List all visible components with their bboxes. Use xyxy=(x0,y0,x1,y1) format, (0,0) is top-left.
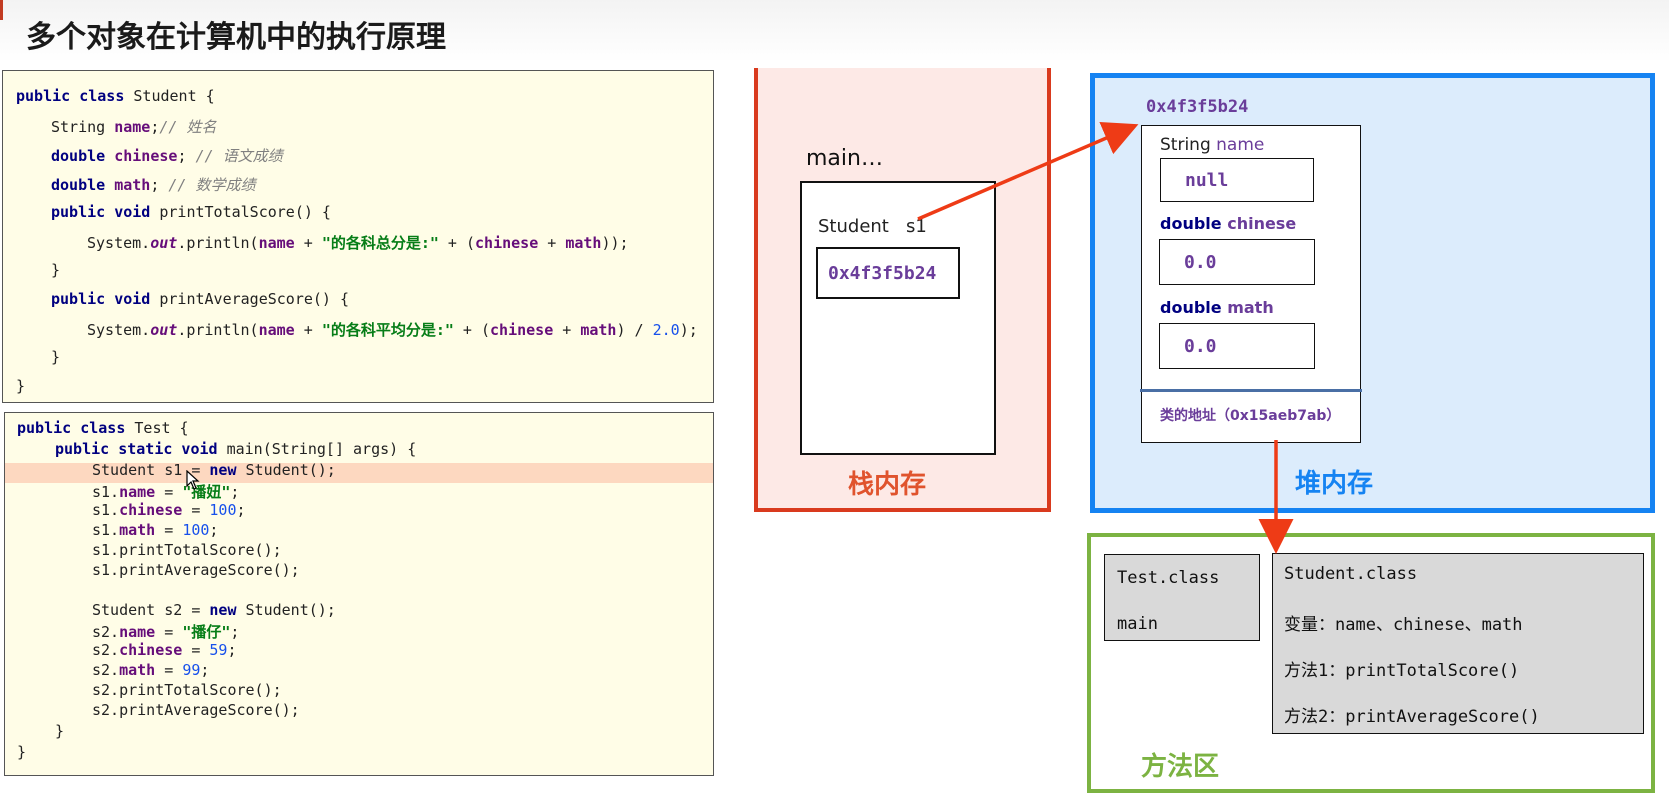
field-name-value: null xyxy=(1185,170,1229,191)
code-line: public class Student { xyxy=(16,87,215,105)
code-line: s2.chinese = 59; xyxy=(92,641,237,659)
student-class-box: Student.class 变量：name、chinese、math 方法1：p… xyxy=(1272,553,1644,734)
code-line: } xyxy=(16,377,26,395)
variable-value: 0x4f3f5b24 xyxy=(828,263,937,284)
code-line: s1.name = "播妞"; xyxy=(92,483,240,501)
code-line: s2.printAverageScore(); xyxy=(92,701,300,719)
object-address: 0x4f3f5b24 xyxy=(1146,97,1249,117)
heap-label: 堆内存 xyxy=(1295,469,1374,499)
variable-label: Student s1 xyxy=(818,216,927,237)
code-line: Student s2 = new Student(); xyxy=(92,601,336,619)
student-class-name: Student.class xyxy=(1284,564,1418,584)
title-bar: 多个对象在计算机中的执行原理 xyxy=(0,0,1669,62)
variable-value-box: 0x4f3f5b24 xyxy=(816,247,960,299)
class-address: 类的地址（0x15aeb7ab） xyxy=(1160,408,1341,424)
code-line: public void printAverageScore() { xyxy=(51,290,350,308)
code-line: } xyxy=(17,743,27,761)
student-code-block: public class Student { String name;// 姓名… xyxy=(2,70,714,403)
code-line: s1.printTotalScore(); xyxy=(92,541,282,559)
code-line: public static void main(String[] args) { xyxy=(55,440,417,458)
code-line: s2.printTotalScore(); xyxy=(92,681,282,699)
student-class-vars: 变量：name、chinese、math xyxy=(1284,615,1523,635)
field-name-label: String name xyxy=(1160,135,1265,155)
page-title: 多个对象在计算机中的执行原理 xyxy=(26,20,446,55)
main-frame: Student s1 0x4f3f5b24 xyxy=(800,181,996,455)
code-line: System.out.println(name + "的各科总分是:" + (c… xyxy=(87,234,629,252)
field-chinese-value-box: 0.0 xyxy=(1159,239,1315,285)
code-line: s1.chinese = 100; xyxy=(92,501,246,519)
code-line: System.out.println(name + "的各科平均分是:" + (… xyxy=(87,321,698,339)
current-line-highlight xyxy=(5,463,713,483)
stack-label: 栈内存 xyxy=(848,470,927,500)
code-line: s2.name = "播仔"; xyxy=(92,623,240,641)
student-object: String name null double chinese 0.0 doub… xyxy=(1140,125,1362,443)
code-line: } xyxy=(51,261,61,279)
heap-memory-area: 0x4f3f5b24 String name null double chine… xyxy=(1090,73,1655,513)
student-class-method2: 方法2：printAverageScore() xyxy=(1284,707,1540,727)
field-chinese-label: double chinese xyxy=(1160,214,1297,233)
stack-memory-area: main… Student s1 0x4f3f5b24 栈内存 xyxy=(754,68,1051,512)
code-line: public void printTotalScore() { xyxy=(51,203,331,221)
test-main-method: main xyxy=(1117,614,1158,634)
mouse-cursor-icon xyxy=(186,470,200,490)
method-area: Test.class main Student.class 变量：name、ch… xyxy=(1087,533,1655,793)
field-math-value: 0.0 xyxy=(1184,336,1217,357)
field-chinese-value: 0.0 xyxy=(1184,252,1217,273)
code-line: String name;// 姓名 xyxy=(51,118,217,136)
code-line: s1.math = 100; xyxy=(92,521,219,539)
method-area-label: 方法区 xyxy=(1141,752,1220,782)
test-class-box: Test.class main xyxy=(1104,554,1260,641)
code-line: s2.math = 99; xyxy=(92,661,210,679)
field-math-label: double math xyxy=(1160,298,1274,317)
student-class-method1: 方法1：printTotalScore() xyxy=(1284,661,1520,681)
code-line: Student s1 = new Student(); xyxy=(92,461,336,479)
code-line: public class Test { xyxy=(17,419,189,437)
test-class-name: Test.class xyxy=(1117,568,1220,588)
frame-label: main… xyxy=(806,146,883,171)
class-address-divider xyxy=(1140,389,1362,392)
code-line: double math; // 数学成绩 xyxy=(51,176,256,194)
code-line: s1.printAverageScore(); xyxy=(92,561,300,579)
field-name-value-box: null xyxy=(1160,158,1314,202)
accent-mark xyxy=(0,0,3,20)
code-line: } xyxy=(51,348,61,366)
code-line: double chinese; // 语文成绩 xyxy=(51,147,283,165)
field-math-value-box: 0.0 xyxy=(1159,323,1315,369)
code-line: } xyxy=(55,722,65,740)
test-code-block: public class Test { public static void m… xyxy=(4,412,714,776)
